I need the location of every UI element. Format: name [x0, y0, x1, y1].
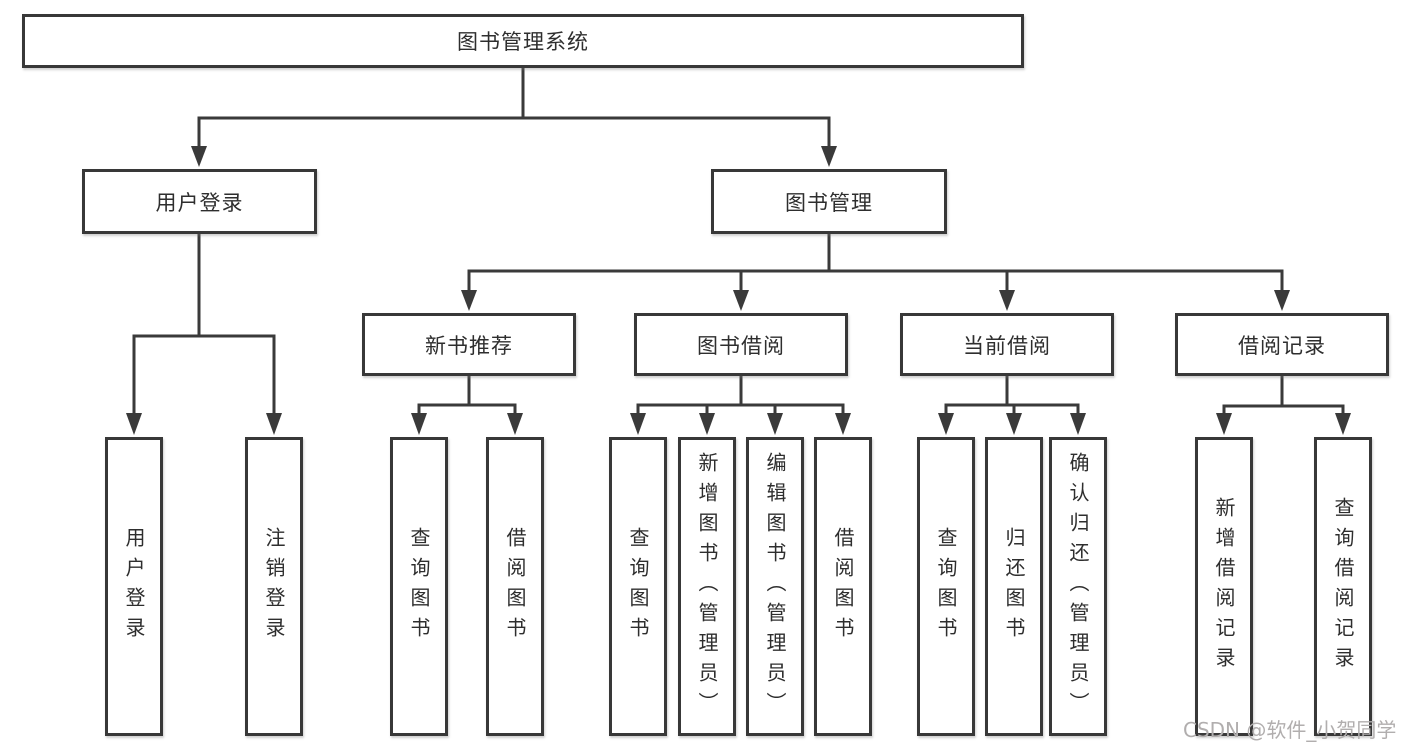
connector-borrowrecords-to-leaves	[1222, 376, 1345, 415]
leaf-borrow-query-label: 查询图书	[626, 526, 650, 647]
connector-newbook-to-leaves	[417, 376, 517, 415]
connector-currentborrow-to-leaves	[944, 376, 1080, 415]
node-root-label: 图书管理系统	[457, 30, 589, 54]
leaf-query-borrow-record-label: 查询借阅记录	[1331, 496, 1355, 677]
connector-root-to-level2	[197, 68, 831, 148]
connector-userlogin-to-leaves	[132, 234, 276, 414]
leaf-borrow-book: 借阅图书	[814, 437, 872, 736]
node-current-borrow-label: 当前借阅	[963, 333, 1051, 358]
leaf-borrow-add-admin-label: 新增图书（管理员）	[695, 451, 719, 722]
leaf-logout-label: 注销登录	[262, 526, 286, 647]
node-borrow-records-label: 借阅记录	[1238, 333, 1326, 358]
node-book-borrow: 图书借阅	[634, 313, 848, 376]
node-new-book-recommend: 新书推荐	[362, 313, 576, 376]
leaf-add-borrow-record: 新增借阅记录	[1195, 437, 1253, 736]
connector-bookborrow-to-leaves	[636, 376, 845, 415]
leaf-newbook-query-label: 查询图书	[407, 526, 431, 647]
leaf-return-book: 归还图书	[985, 437, 1043, 736]
node-user-login-label: 用户登录	[155, 190, 244, 215]
node-book-borrow-label: 图书借阅	[697, 333, 785, 358]
node-new-book-recommend-label: 新书推荐	[425, 333, 513, 358]
leaf-query-borrow-record: 查询借阅记录	[1314, 437, 1372, 736]
leaf-borrow-edit-admin-label: 编辑图书（管理员）	[763, 451, 787, 722]
node-book-management-label: 图书管理	[785, 190, 873, 215]
leaf-user-login-label: 用户登录	[122, 526, 146, 647]
node-root: 图书管理系统	[22, 14, 1024, 68]
leaf-user-login: 用户登录	[105, 437, 163, 736]
csdn-watermark: CSDN @软件_小贺同学	[1183, 718, 1397, 742]
leaf-newbook-borrow-label: 借阅图书	[503, 526, 527, 647]
node-user-login: 用户登录	[82, 169, 317, 234]
leaf-current-query: 查询图书	[917, 437, 975, 736]
leaf-borrow-add-admin: 新增图书（管理员）	[678, 437, 736, 736]
leaf-return-book-label: 归还图书	[1002, 526, 1026, 647]
node-current-borrow: 当前借阅	[900, 313, 1114, 376]
leaf-current-query-label: 查询图书	[934, 526, 958, 647]
leaf-borrow-query: 查询图书	[609, 437, 667, 736]
node-borrow-records: 借阅记录	[1175, 313, 1389, 376]
leaf-borrow-book-label: 借阅图书	[831, 526, 855, 647]
leaf-confirm-return-admin-label: 确认归还（管理员）	[1066, 451, 1090, 722]
leaf-confirm-return-admin: 确认归还（管理员）	[1049, 437, 1107, 736]
arrowheads	[126, 146, 1351, 435]
leaf-add-borrow-record-label: 新增借阅记录	[1212, 496, 1236, 677]
leaf-newbook-borrow: 借阅图书	[486, 437, 544, 736]
connector-bookmgmt-to-level3	[467, 234, 1284, 292]
leaf-logout: 注销登录	[245, 437, 303, 736]
leaf-newbook-query: 查询图书	[390, 437, 448, 736]
leaf-borrow-edit-admin: 编辑图书（管理员）	[746, 437, 804, 736]
node-book-management: 图书管理	[711, 169, 947, 234]
